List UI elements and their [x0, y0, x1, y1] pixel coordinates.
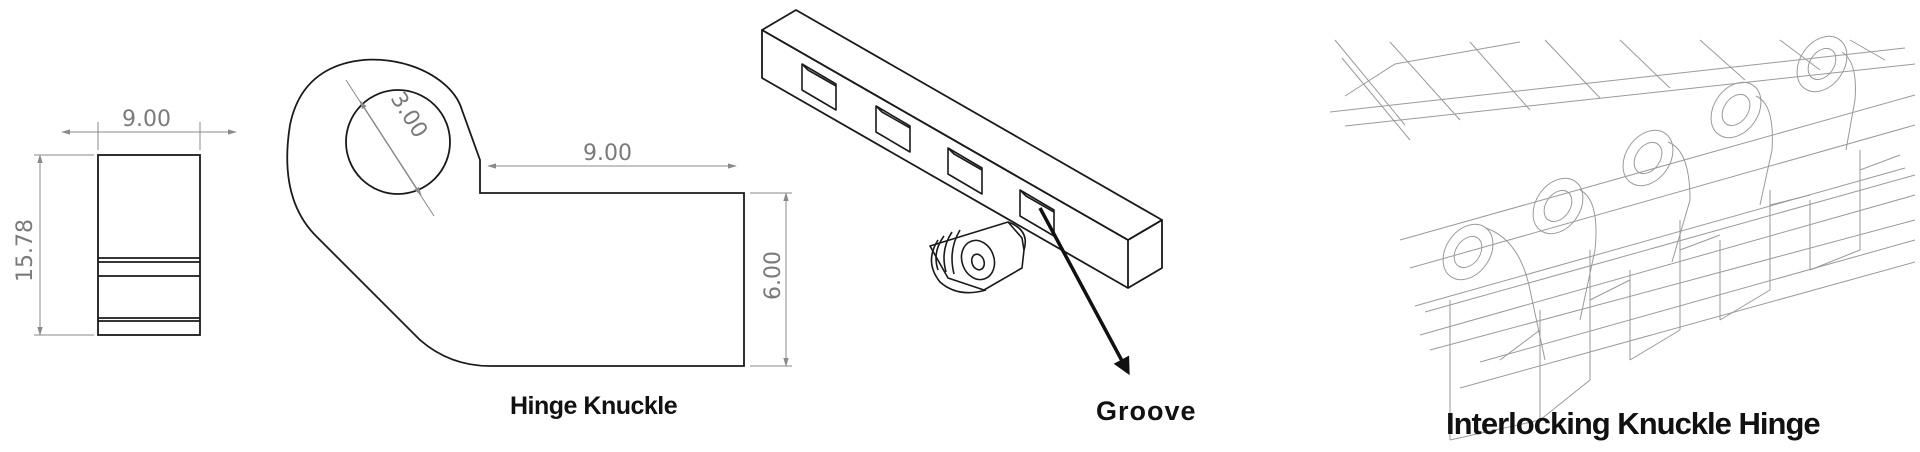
interlocking-hinge-wireframe [1329, 35, 1916, 441]
bar-top-face [761, 9, 1163, 241]
front-width-dimension [61, 122, 237, 150]
top-length-label: 9.00 [583, 141, 632, 166]
grooved-bar-isometric [761, 9, 1163, 289]
front-view-body [97, 154, 201, 336]
groove-caption: Groove [1096, 396, 1197, 426]
knuckle-piece-isometric [929, 221, 1027, 294]
hole-diameter-dimension [345, 79, 435, 217]
groove-slot [801, 63, 1055, 237]
front-height-dimension [34, 154, 94, 336]
bar-end-face [1127, 219, 1163, 289]
front-view: 9.00 15.78 [13, 107, 237, 336]
front-height-label: 15.78 [13, 219, 38, 282]
hinge-knuckle-caption: Hinge Knuckle [510, 392, 678, 420]
interlocking-hinge-caption: Interlocking Knuckle Hinge [1446, 406, 1821, 441]
pivot-hole [345, 89, 451, 195]
hole-diameter-label: 3.00 [385, 88, 432, 143]
knuckle-profile-outline [286, 58, 745, 367]
leg-height-dimension [750, 192, 792, 367]
front-width-label: 9.00 [122, 107, 171, 132]
leg-height-label: 6.00 [761, 251, 786, 300]
groove-pointer-arrow [1038, 207, 1130, 376]
side-profile-view: 3.00 9.00 6.00 [286, 58, 792, 367]
